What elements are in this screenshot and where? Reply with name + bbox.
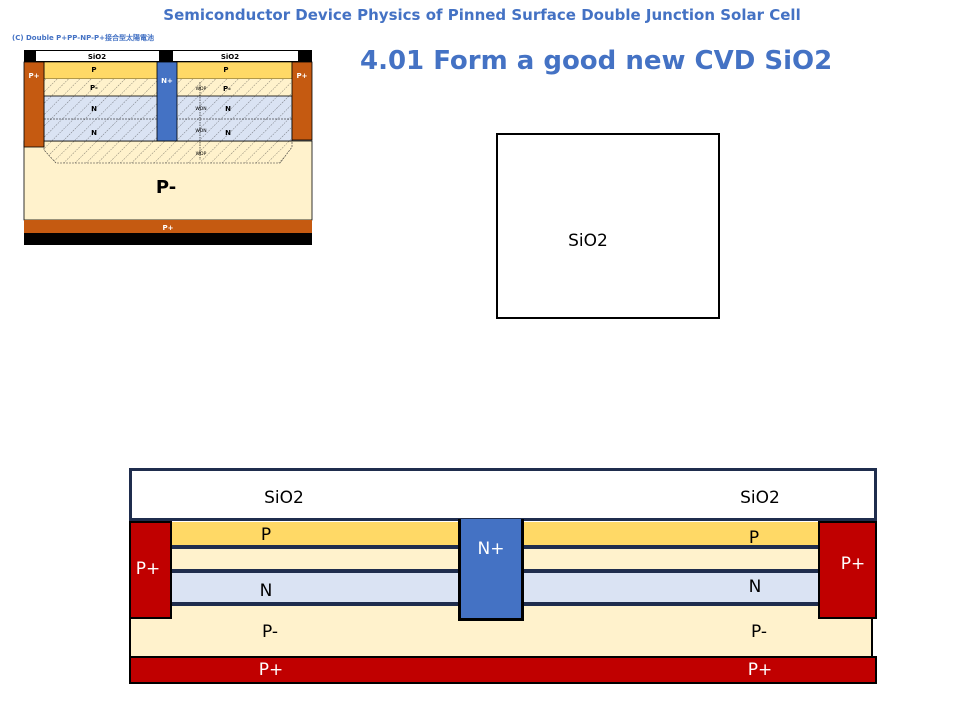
nplus-contact [458, 519, 524, 621]
thumb-label: P+ [297, 72, 308, 80]
thumb-label: N [225, 129, 231, 137]
thumb-pplus-right [291, 61, 313, 141]
bottom-pplus-label-right: P+ [747, 660, 773, 680]
thumb-sio2-right [173, 51, 298, 61]
sio2-label-right: SiO2 [740, 488, 780, 508]
n-label-right: N [748, 577, 762, 597]
thumbnail-caption: (C) Double P+PP-NP-P+接合型太陽電池 [12, 34, 154, 42]
p-label-right: P [748, 528, 760, 548]
slide-title: Semiconductor Device Physics of Pinned S… [163, 6, 801, 24]
p-layer-right [522, 522, 819, 546]
thumb-label: SiO2 [88, 53, 106, 61]
pplus-contact-right [818, 521, 877, 619]
pminus-label-right: P- [750, 622, 768, 642]
n-label-left: N [259, 581, 273, 601]
pplus-label-left: P+ [135, 559, 161, 579]
thumb-sio2-left [36, 51, 159, 61]
thumb-label: P [91, 66, 96, 74]
thumb-label: N [225, 105, 231, 113]
pplus-label-right: P+ [840, 554, 866, 574]
thumb-label: N [91, 129, 97, 137]
cvd-sio2-box: SiO2 [496, 133, 720, 319]
thumb-label: WDP [196, 151, 207, 157]
pminus-label-left: P- [261, 622, 279, 642]
pplus-contact-left [129, 521, 172, 619]
thumb-nplus [156, 61, 178, 142]
thumb-label: WDN [195, 128, 206, 134]
bottom-pplus-label-left: P+ [258, 660, 284, 680]
thumb-label: WDN [195, 106, 206, 112]
sio2-label-left: SiO2 [264, 488, 304, 508]
thumb-bottom-pplus [24, 220, 312, 233]
thumb-label: WDP [196, 86, 207, 92]
thumb-label: P- [156, 177, 176, 198]
nplus-label: N+ [477, 539, 505, 559]
thumb-label: P [223, 66, 228, 74]
thumb-label: P+ [29, 72, 40, 80]
p-layer-left [171, 522, 459, 546]
thumb-label: N+ [161, 77, 173, 85]
n-layer-left [171, 573, 459, 603]
step-heading: 4.01 Form a good new CVD SiO2 [360, 46, 833, 76]
oxide-box-label: SiO2 [568, 231, 608, 251]
thumb-bottom-metal [24, 233, 312, 245]
bottom-pplus-layer [129, 656, 877, 684]
pminus-layer-left [171, 549, 459, 570]
thumb-label: P- [90, 84, 98, 92]
reference-thumbnail: SiO2 SiO2 P P P- P- N N N N N+ P+ P+ P+ … [23, 50, 313, 245]
thumb-label: N [91, 105, 97, 113]
thumb-label: P+ [163, 224, 174, 232]
thumb-pplus-left [23, 61, 45, 148]
thumb-label: SiO2 [221, 53, 239, 61]
p-label-left: P [260, 525, 272, 545]
thumb-label: P- [223, 85, 231, 93]
pminus-layer-right [522, 549, 819, 570]
n-layer-right [522, 573, 819, 603]
